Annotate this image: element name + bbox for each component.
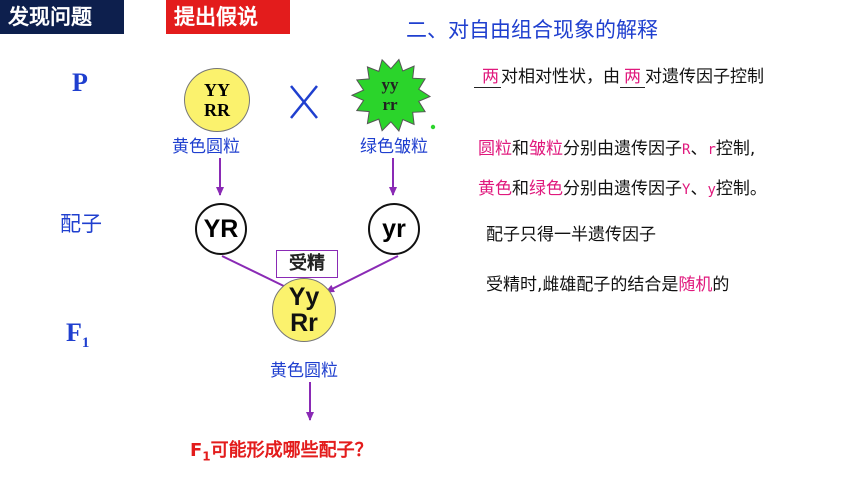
l2-and: 和	[512, 139, 529, 159]
offspring-label: 黄色圆粒	[270, 361, 338, 381]
offspring-circle: Yy Rr	[272, 278, 336, 342]
parent-left-line2: RR	[204, 100, 230, 120]
l5-text-a: 受精时,雌雄配子的结合是	[486, 275, 679, 295]
gamete-right-circle: yr	[368, 203, 420, 255]
line1-text-b: 对遗传因子控制	[645, 67, 764, 87]
section-heading: 二、对自由组合现象的解释	[406, 18, 658, 42]
explanation-line-4: 配子只得一半遗传因子	[486, 225, 656, 245]
explanation-line-5: 受精时,雌雄配子的结合是随机的	[486, 270, 729, 295]
explanation-line-2: 圆粒和皱粒分别由遗传因子R、r控制,	[478, 134, 755, 159]
green-text: 绿色	[529, 179, 563, 199]
blank-1: 两	[474, 67, 501, 88]
question-text: F1可能形成哪些配子？	[190, 436, 373, 464]
row-label-gamete: 配子	[60, 212, 102, 236]
offspring-line1: Yy	[288, 283, 320, 311]
offspring-line2: Rr	[290, 309, 318, 337]
factor-r: r	[707, 142, 716, 158]
discover-tag: 发现问题	[0, 0, 124, 34]
arrow-gamete-left	[221, 255, 293, 291]
explanation-line-3: 黄色和绿色分别由遗传因子Y、y控制。	[478, 174, 767, 199]
line1-text-a: 对相对性状，由	[501, 67, 620, 87]
row-label-f1: F1	[66, 318, 89, 352]
factor-y: y	[707, 182, 716, 198]
question-sub: 1	[202, 449, 211, 464]
gamete-left-label: YR	[203, 214, 239, 243]
fertilization-box: 受精	[276, 250, 338, 278]
arrow-gamete-right	[325, 255, 399, 293]
l3-and: 和	[512, 179, 529, 199]
explanation-line-1: 两对相对性状，由两对遗传因子控制	[474, 62, 764, 88]
hypothesis-tag: 提出假说	[166, 0, 290, 34]
parent-left-label: 黄色圆粒	[172, 137, 240, 157]
fertilization-label: 受精	[289, 253, 325, 274]
factor-R: R	[682, 142, 691, 158]
l3-mid: 分别由遗传因子	[563, 179, 682, 199]
question-main: F	[190, 440, 203, 461]
gamete-left-circle: YR	[195, 203, 247, 255]
factor-Y: Y	[682, 182, 691, 198]
l2-mid: 分别由遗传因子	[563, 139, 682, 159]
cross-x-icon	[290, 85, 318, 119]
row-label-p: P	[72, 68, 88, 97]
parent-right-line1: yy	[381, 75, 399, 94]
f1-sub: 1	[81, 335, 90, 352]
f1-main: F	[66, 318, 82, 347]
l5-text-c: 的	[712, 275, 730, 295]
l2-end: 控制,	[715, 139, 756, 159]
question-rest: 可能形成哪些配子？	[210, 440, 373, 461]
gamete-right-label: yr	[382, 214, 406, 243]
yellow-text: 黄色	[478, 179, 512, 199]
l3-end: 控制。	[715, 179, 767, 199]
parent-right-line2: rr	[382, 95, 398, 114]
round-seed-text: 圆粒	[478, 139, 512, 159]
parent-left-circle: YY RR	[184, 68, 250, 132]
parent-right-starburst	[350, 58, 432, 132]
parent-right-genotype: yy rr	[363, 68, 417, 122]
green-dot-icon	[430, 124, 436, 130]
l2-sep: 、	[690, 139, 708, 159]
blank-2: 两	[620, 67, 645, 88]
l3-sep: 、	[690, 179, 708, 199]
parent-left-line1: YY	[204, 80, 230, 100]
parent-right-label: 绿色皱粒	[360, 137, 428, 157]
wrinkled-seed-text: 皱粒	[529, 139, 563, 159]
random-text: 随机	[678, 275, 713, 295]
